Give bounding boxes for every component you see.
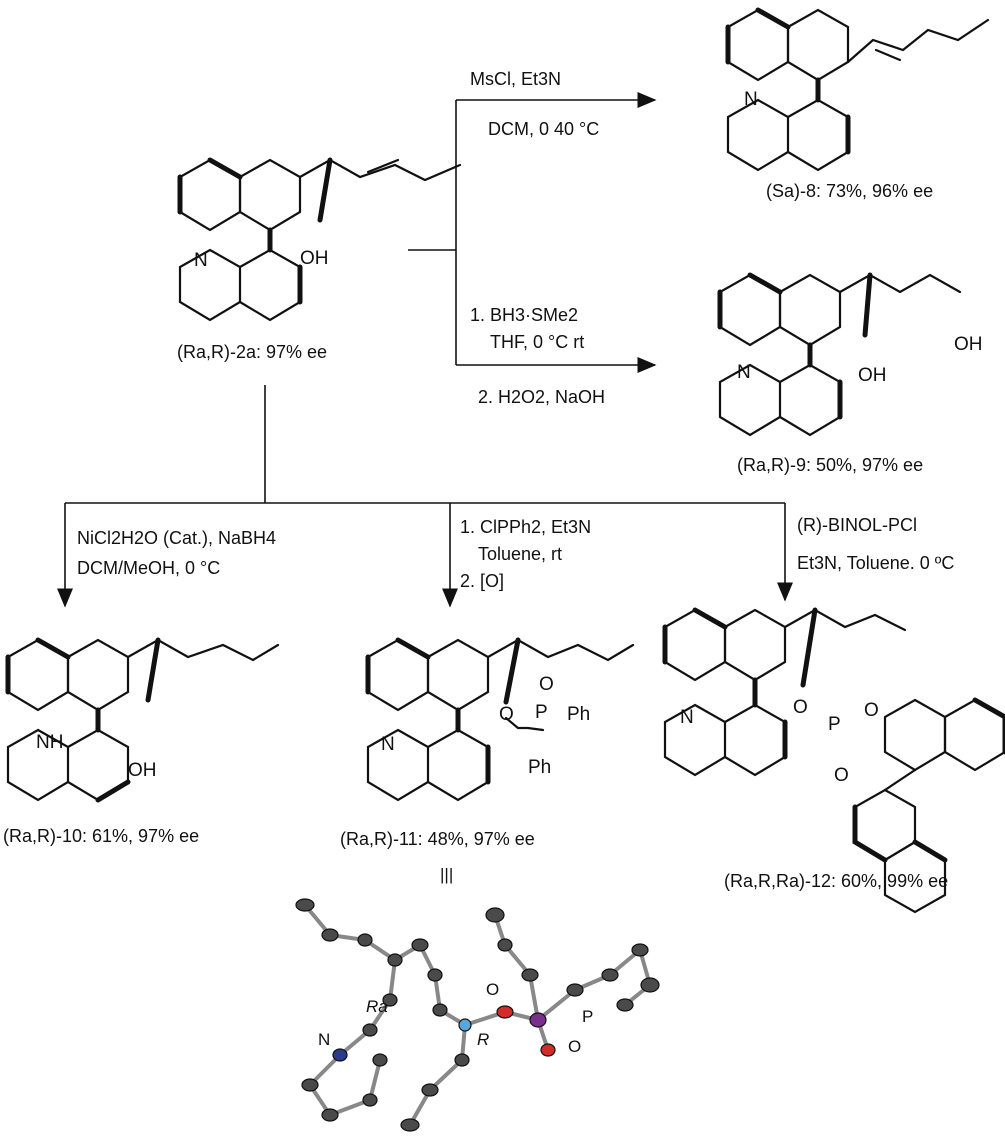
atom-P-11: P (535, 702, 548, 723)
caption-10: (Ra,R)-10: 61%, 97% ee (3, 826, 200, 846)
caption-12: (Ra,R,Ra)-12: 60%, 99% ee (724, 871, 949, 891)
caption-9: (Ra,R)-9: 50%, 97% ee (737, 455, 924, 475)
reagent-9-line1: 1. BH3·SMe2 (470, 305, 579, 325)
reagent-11-line2: Toluene, rt (478, 544, 563, 564)
reagent-11-line3: 2. [O] (460, 571, 505, 591)
reagent-10-line2: DCM/MeOH, 0 °C (77, 558, 221, 578)
reagent-9-line3: 2. H2O2, NaOH (478, 387, 606, 407)
reagent-11-line1: 1. ClPPh2, Et3N (460, 517, 592, 537)
equiv-symbol: ||| (440, 865, 453, 884)
caption-8: (Sa)-8: 73%, 96% ee (766, 181, 934, 201)
crystal-label-P: P (582, 1007, 593, 1026)
atom-P-12: P (828, 714, 841, 735)
reagent-10-line1: NiCl2H2O (Cat.), NaBH4 (77, 528, 277, 548)
atom-O-12a: O (793, 697, 808, 718)
atom-O-11a: O (499, 704, 514, 725)
atom-N-11: N (381, 734, 395, 755)
ortep-atoms (295, 898, 660, 1132)
atom-OH-9a: OH (858, 365, 887, 386)
atom-O-12b: O (864, 700, 879, 721)
atom-O-12c: O (834, 765, 849, 786)
caption-2a: (Ra,R)-2a: 97% ee (177, 342, 328, 362)
crystal-label-N: N (318, 1030, 330, 1049)
reagent-8-line1: MsCl, Et3N (470, 69, 562, 89)
atom-Ph-11b: Ph (528, 757, 551, 778)
crystal-label-R: R (477, 1030, 489, 1049)
wedge-bond (317, 157, 333, 223)
reagent-12-line1: (R)-BINOL-PCl (797, 515, 917, 535)
crystal-label-O2: O (568, 1037, 581, 1056)
caption-11: (Ra,R)-11: 48%, 97% ee (340, 829, 535, 849)
atom-N-12: N (680, 707, 694, 728)
crystal-label-Ra: Ra (366, 997, 388, 1016)
atom-N-8: N (744, 89, 758, 110)
atom-NH-10: NH (36, 732, 63, 753)
crystal-label-O1: O (486, 980, 499, 999)
atom-Ph-11a: Ph (567, 704, 590, 725)
atom-N-9: N (737, 362, 751, 383)
reagent-8-line2: DCM, 0 40 °C (488, 119, 600, 139)
ortep-bonds (303, 903, 652, 1127)
atom-OH-10: OH (128, 760, 157, 781)
atom-N-2a: N (194, 250, 208, 271)
atom-O-11b: O (539, 674, 554, 695)
reagent-9-line2: THF, 0 °C rt (490, 332, 585, 352)
reagent-12-line2: Et3N, Toluene. 0 ºC (797, 553, 955, 573)
atom-OH-9b: OH (954, 334, 983, 355)
atom-OH-2a: OH (300, 248, 329, 269)
